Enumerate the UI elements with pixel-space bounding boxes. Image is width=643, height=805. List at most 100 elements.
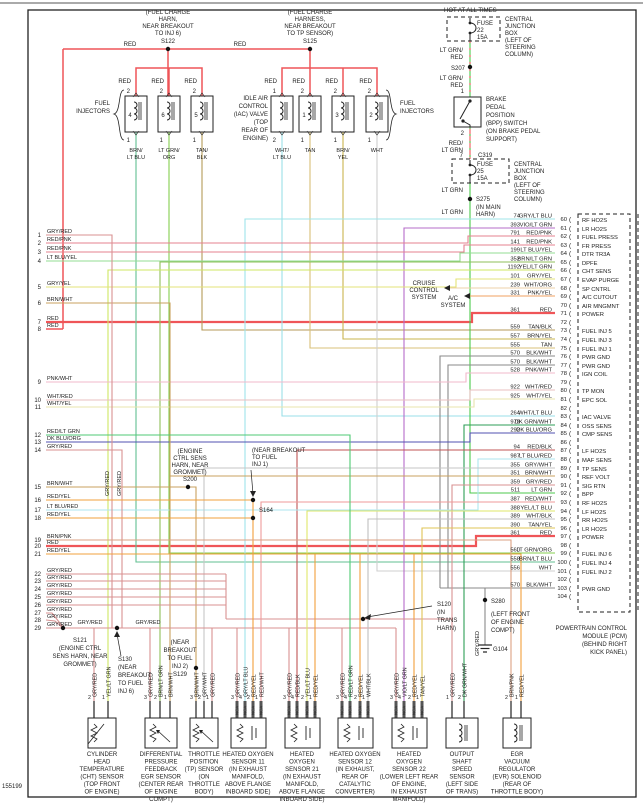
wire [46,434,351,701]
label: CONTROL [409,288,439,294]
label: GRY/RED [288,673,294,697]
label: NCA [412,706,417,715]
splice-S120 [360,616,366,622]
label: SENSOR 11 [231,760,265,766]
label: (ON BRAKE PEDAL [486,129,541,135]
label: (TOP FRONT [84,782,121,788]
label: 2 [334,89,338,95]
label: WHT/RED [525,385,552,391]
label: HEAD [94,760,111,766]
label: LT GRN/ [158,148,180,154]
label: ( [569,303,572,310]
label: 2 [38,241,42,247]
label: THROTTLE [188,782,220,788]
label: 2 [461,131,465,137]
label: LT BLU/RED [519,454,552,460]
label: TAN/YEL [528,523,553,529]
label: 361 [510,531,520,537]
label: GRY/RED [47,575,72,581]
label: ABOVE FLANGE [225,782,271,788]
label: NCA [295,706,300,715]
label: OF TRANS) [446,790,478,796]
label: 96 [561,526,567,532]
wire [463,424,555,701]
label: 99 [561,551,567,557]
label: (IN [437,610,445,616]
label: NEAR BREAKOUT [284,24,336,30]
label: 3 [144,695,147,701]
label: 17 [34,508,41,514]
label: 239 [510,283,520,289]
label: ( [569,491,572,498]
label: LT BLU [273,155,291,161]
label: KICK PANEL) [590,650,627,656]
label: NCA [251,706,256,715]
label: 558 [510,557,520,563]
label: 390 [510,523,520,529]
label: 61 [561,226,567,232]
label: A/C [448,296,459,302]
label: OSS SENS [582,424,612,430]
label: SENSOR 21 [285,767,319,773]
label: 12 [34,433,41,439]
label: ( [569,500,572,507]
label: 29 [34,626,41,632]
label: GRY/RED [47,607,72,613]
label: 4 [291,695,294,701]
label: LT GRN/ [440,48,463,54]
splice-S129 [193,665,199,671]
splice-S164b [250,515,256,521]
box [230,717,267,749]
label: CRUISE [413,281,436,287]
label: ( [569,311,572,318]
label: (ENGINE CTRL [59,646,102,652]
label: STEERING [514,190,545,196]
label: PNK/YEL [528,291,553,297]
label: 2 [301,695,304,701]
wire [281,67,378,96]
label: HARN, NEAR [171,463,209,469]
label: 19 [34,538,41,544]
label: 84 [561,423,568,429]
label: ( [569,577,572,584]
label: WHT [371,148,384,154]
label: 1 [301,138,305,144]
label: 72 [561,320,567,326]
label: (LEFT FRONT [491,612,530,618]
label: LF HO2S [582,449,606,455]
label: 73 [561,328,567,334]
label: 1 [515,695,518,701]
box [391,717,428,749]
label: BOX [505,31,518,37]
label: 3 [38,250,42,256]
label: BREAKOUT [118,673,151,679]
label: (IN MAIN [476,205,501,211]
label: ORG [163,155,176,161]
label: 16 [34,498,41,504]
label: 15A [477,176,488,182]
label: COLUMN) [514,197,542,203]
label: RED/PNK [526,231,552,237]
label: RED/PNK [47,237,72,243]
label: ( [569,406,572,413]
label: 6 [38,301,42,307]
label: CYLINDER [87,752,118,758]
label: ( [569,534,572,541]
label: 98 [561,543,567,549]
label: (TP) SENSOR [185,767,224,773]
label: 1 [368,138,372,144]
label: C319 [478,153,493,159]
dashed-boxes [446,16,639,613]
label: PNK/WHT [525,368,552,374]
label: 1 [416,695,419,701]
label: 1 [255,695,258,701]
label: CTRL SENS [173,456,206,462]
label: ( [569,526,572,533]
label: ( [569,354,572,361]
box [144,717,178,749]
label: POWER [582,312,604,318]
wire [46,278,555,288]
label: 81 [561,397,567,403]
label: ( [569,277,572,284]
